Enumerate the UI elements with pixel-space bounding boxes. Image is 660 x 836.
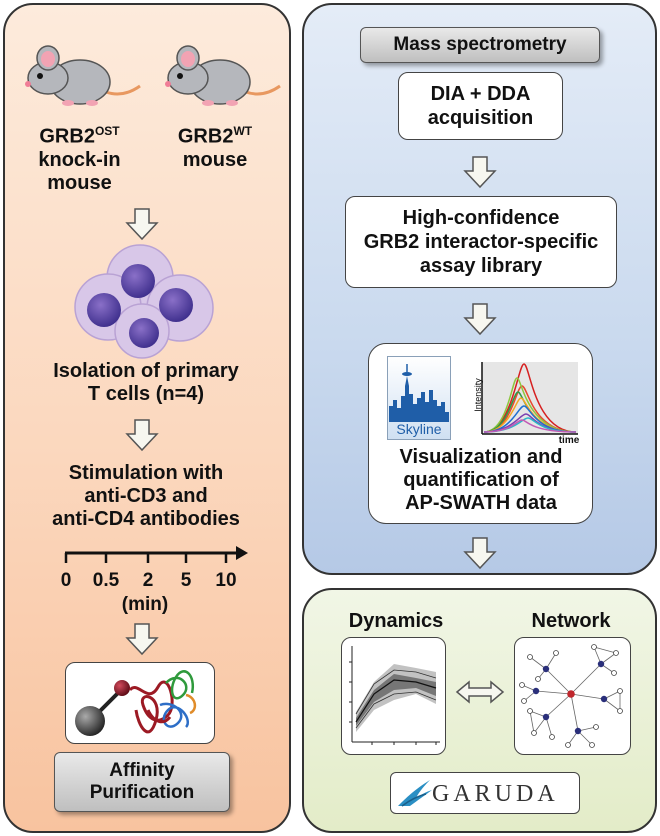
arrow-down-icon: [463, 303, 497, 336]
tick-2: 2: [142, 570, 154, 591]
mouse-ost-icon: [25, 45, 141, 106]
mouse-ost-label: GRB2OST knock-in mouse: [38, 124, 121, 194]
dynamics-plot: [349, 646, 440, 745]
visualization-label: Visualization and quantification of AP-S…: [399, 446, 563, 514]
mass-spectrometry-header: Mass spectrometry: [360, 27, 600, 63]
stimulation-label: Stimulation with anti-CD3 and anti-CD4 a…: [52, 462, 240, 530]
bidirectional-arrow-icon: [455, 680, 505, 704]
arrow-down-icon: [125, 623, 159, 656]
skyline-logo-icon: [387, 356, 451, 440]
chromatogram-y-label: Intensity: [473, 378, 483, 412]
dynamics-title: Dynamics: [348, 610, 444, 632]
arrow-down-icon: [463, 156, 497, 189]
garuda-logo-box: [390, 772, 580, 814]
timeline-unit: (min): [121, 594, 169, 615]
tick-0: 0: [60, 570, 72, 591]
mouse-wt-label: GRB2WT mouse: [177, 124, 253, 171]
chromatogram-plot: [481, 362, 578, 435]
tick-10: 10: [215, 570, 237, 591]
network-title: Network: [531, 610, 611, 632]
skyline-label: Skyline: [396, 421, 442, 437]
arrow-down-icon: [125, 419, 159, 452]
network-graph: [519, 644, 623, 748]
isolation-label: Isolation of primary T cells (n=4): [53, 360, 239, 405]
chromatogram-x-label: time: [558, 435, 580, 446]
arrow-down-icon: [125, 208, 159, 241]
timeline-axis: [64, 546, 248, 563]
garuda-bird-icon: [398, 780, 432, 807]
tick-0.5: 0.5: [92, 570, 120, 591]
mouse-wt-icon: [165, 45, 281, 106]
arrow-down-icon: [463, 537, 497, 570]
tick-5: 5: [180, 570, 192, 591]
affinity-bead-icon: [75, 670, 197, 736]
t-cells-icon: [74, 244, 214, 359]
garuda-wordmark: GARUDA: [432, 781, 559, 807]
